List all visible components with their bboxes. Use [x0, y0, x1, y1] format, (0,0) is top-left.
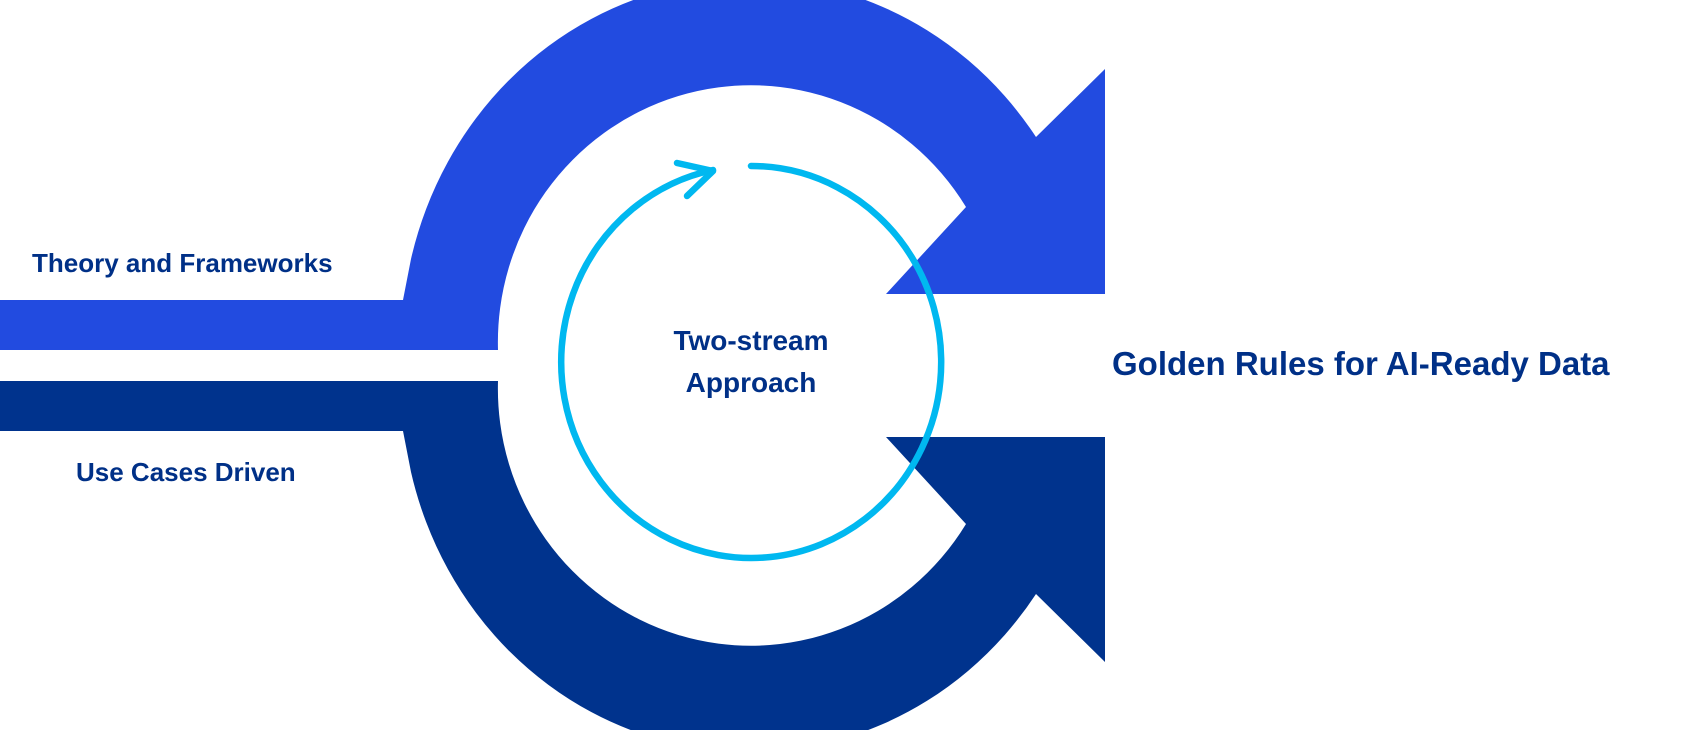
top-stream-arrow: [0, 0, 1105, 350]
top-stream-label: Theory and Frameworks: [32, 248, 333, 278]
center-label-line1: Two-stream: [673, 325, 828, 356]
cycle-arrow-ring: [557, 162, 945, 562]
bottom-stream-arrow: [0, 381, 1105, 730]
center-label-line2: Approach: [686, 367, 817, 398]
outcome-label: Golden Rules for AI-Ready Data: [1112, 345, 1610, 382]
cycle-arrowhead-icon: [673, 159, 717, 200]
bottom-stream-label: Use Cases Driven: [76, 457, 296, 487]
